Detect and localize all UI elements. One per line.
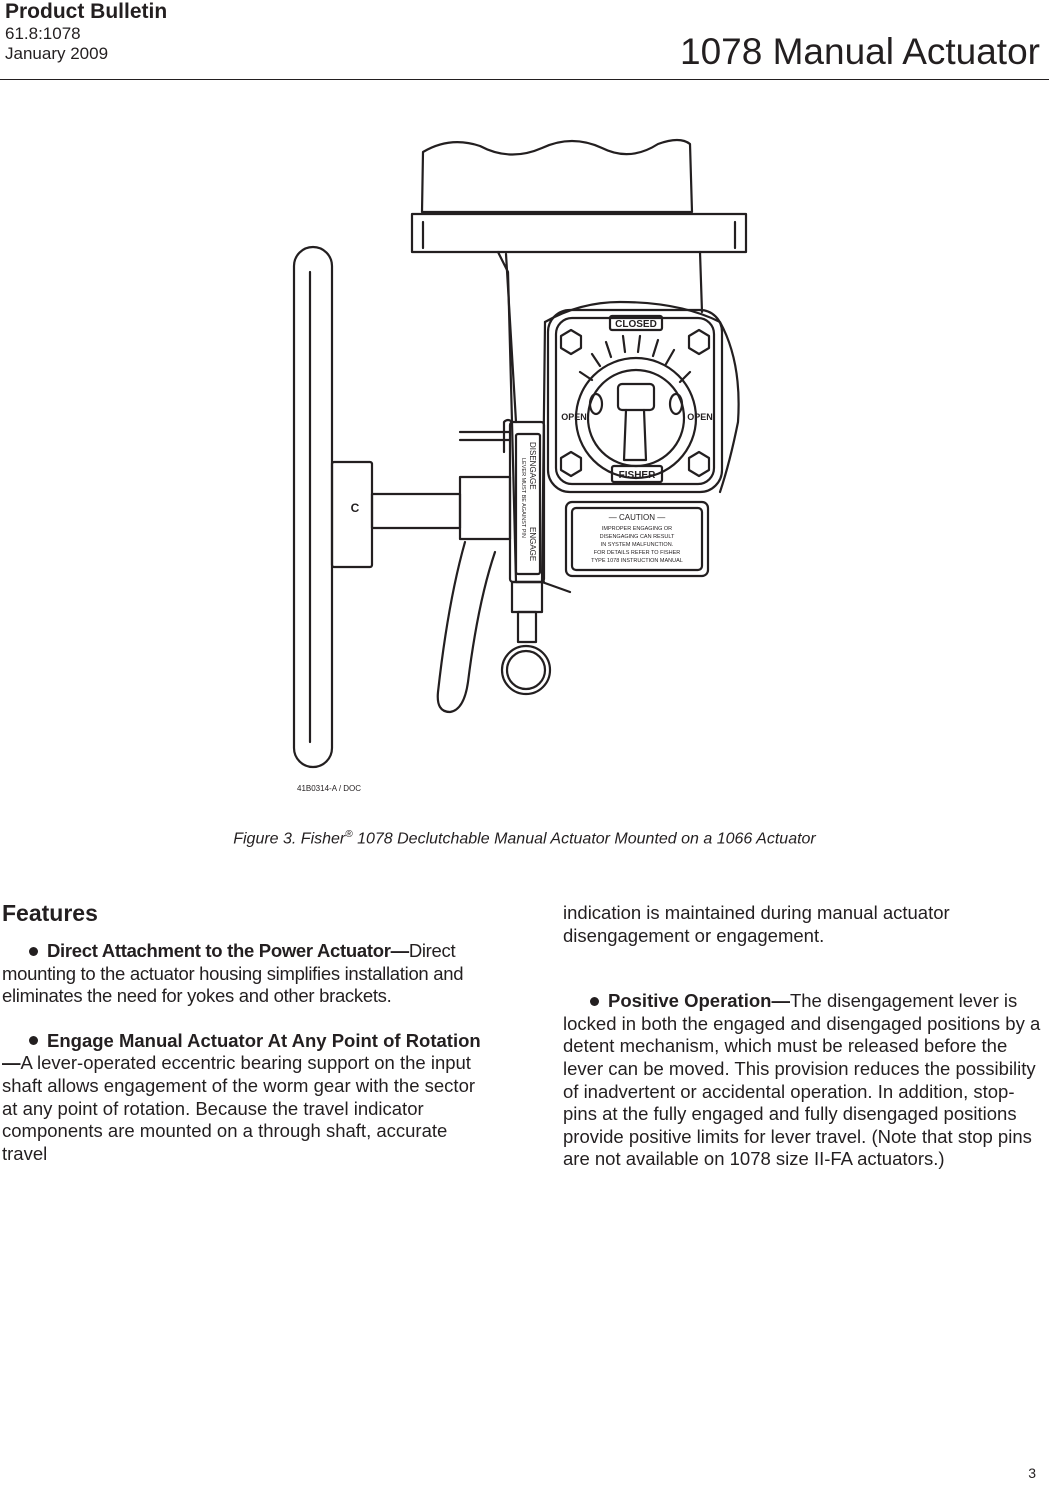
feature-continued-text: indication is maintained during manual a… [563, 902, 950, 946]
header-rule [0, 79, 1049, 80]
travel-dial [574, 356, 698, 480]
pull-ring [500, 644, 552, 696]
bullet-icon [29, 946, 38, 956]
brand-plate-label: FISHER [619, 470, 656, 481]
feature-text: Direct mounting to the actuator housing … [2, 940, 464, 1007]
handwheel-mark: C [351, 501, 360, 515]
caution-line: FOR DETAILS REFER TO FISHER [594, 550, 681, 556]
features-heading: Features [2, 900, 98, 926]
indicator-plate [546, 308, 724, 494]
actuator-drawing: C DISENGAGE LEVER MUST BE AGAINST PIN EN… [292, 138, 748, 769]
feature-text: A lever-operated eccentric bearing suppo… [2, 1052, 476, 1164]
product-title: 1078 Manual Actuator [680, 31, 1040, 72]
feature-lead: Direct Attachment to the Power Actuator— [47, 940, 409, 961]
header-left: Product Bulletin 61.8:1078 January 2009 [5, 0, 167, 64]
features-column-right: indication is maintained during manual a… [563, 902, 1047, 1171]
plate-open-right-label: OPEN [687, 412, 713, 422]
lever-note-label: LEVER MUST BE AGAINST PIN [520, 458, 526, 538]
caution-line: IMPROPER ENGAGING OR [602, 526, 672, 532]
input-shaft [370, 492, 462, 530]
feature-item: Positive Operation—The disengagement lev… [563, 990, 1047, 1171]
caption-rest: 1078 Declutchable Manual Actuator Mounte… [352, 830, 816, 848]
registered-mark: ® [345, 829, 353, 840]
caution-line: TYPE 1078 INSTRUCTION MANUAL [591, 558, 683, 564]
feature-item: Direct Attachment to the Power Actuator—… [2, 940, 487, 1008]
mounting-flange [410, 212, 748, 254]
features-column-left: Features Direct Attachment to the Power … [2, 900, 487, 1165]
doc-date: January 2009 [5, 44, 109, 63]
travel-pointer [622, 408, 648, 462]
caution-line: DISENGAGING CAN RESULT [600, 534, 675, 540]
caution-plate [564, 500, 710, 578]
handwheel [292, 245, 334, 769]
bulletin-title: Product Bulletin [5, 0, 168, 23]
caution-line: IN SYSTEM MALFUNCTION. [601, 542, 674, 548]
figure-caption: Figure 3. Fisher® 1078 Declutchable Manu… [0, 829, 1049, 848]
feature-lead: Engage Manual Actuator At Any Point of R… [2, 1029, 481, 1074]
page-number: 3 [1028, 1465, 1036, 1481]
plate-open-left-label: OPEN [561, 412, 587, 422]
lever-engage-label: ENGAGE [528, 527, 537, 561]
feature-item: Engage Manual Actuator At Any Point of R… [2, 1030, 487, 1166]
power-actuator-body [420, 138, 694, 214]
doc-number: 61.8:1078 [5, 24, 81, 43]
caption-prefix: Figure 3. Fisher [233, 830, 346, 848]
disengage-lever [436, 540, 497, 714]
bullet-icon [590, 996, 599, 1006]
feature-text: The disengagement lever is locked in bot… [563, 990, 1041, 1170]
lever-disengage-label: DISENGAGE [528, 442, 537, 490]
caution-title: — CAUTION — [609, 513, 665, 522]
drawing-code: 41B0314-A / DOC [297, 784, 362, 793]
bullet-icon [29, 1036, 38, 1046]
feature-lead: Positive Operation— [608, 990, 790, 1012]
plate-closed-label: CLOSED [615, 319, 657, 330]
